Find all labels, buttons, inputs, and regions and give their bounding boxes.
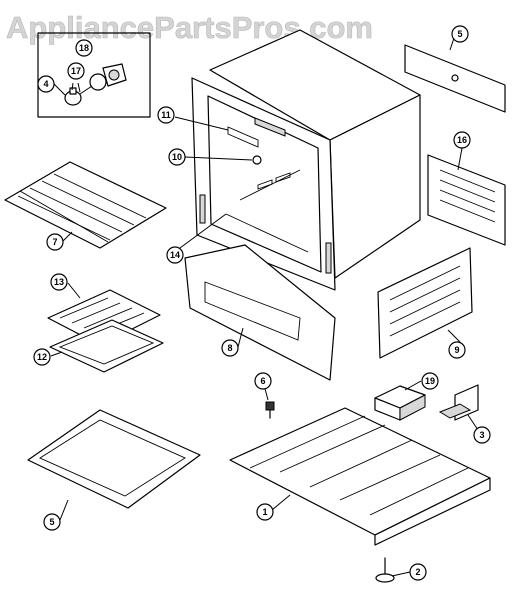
callout-7-label: 7 (52, 237, 57, 247)
back-panel-top (404, 44, 506, 113)
callout-19: 19 (421, 372, 439, 390)
callout-17-label: 17 (71, 66, 81, 76)
callout-5-bottom: 5 (43, 513, 61, 531)
callout-2: 2 (409, 563, 427, 581)
watermark-text: AppliancePartsPros.com (6, 10, 373, 45)
callout-2-label: 2 (415, 567, 420, 577)
callout-12-label: 12 (37, 352, 47, 362)
callout-6-label: 6 (260, 376, 265, 386)
callout-1-label: 1 (262, 507, 267, 517)
callout-3: 3 (473, 426, 491, 444)
callout-14: 14 (166, 246, 184, 264)
callout-4-label: 4 (43, 79, 48, 89)
callout-14-label: 14 (170, 250, 180, 260)
callout-11: 11 (157, 106, 175, 124)
callout-12: 12 (33, 348, 51, 366)
callout-5-top: 5 (451, 25, 469, 43)
igniter-module (374, 385, 426, 421)
callout-18-label: 18 (79, 43, 89, 53)
callout-5-top-label: 5 (457, 29, 462, 39)
callout-3-label: 3 (479, 430, 484, 440)
callout-1: 1 (256, 503, 274, 521)
callout-6: 6 (254, 372, 272, 390)
side-panel (377, 247, 473, 359)
callout-17: 17 (67, 62, 85, 80)
broiler-pan (49, 319, 164, 373)
callout-8: 8 (221, 339, 239, 357)
storage-drawer-liner (27, 409, 201, 509)
callout-19-label: 19 (425, 376, 435, 386)
callout-18: 18 (75, 39, 93, 57)
leveling-leg (375, 557, 395, 583)
callout-9-label: 9 (454, 345, 459, 355)
light-socket-detail-box (37, 32, 151, 118)
callout-10: 10 (168, 148, 186, 166)
callout-7: 7 (46, 233, 64, 251)
screw (265, 401, 275, 419)
oven-body (191, 29, 421, 291)
front-panel-bottom (184, 244, 336, 381)
callout-4: 4 (37, 75, 55, 93)
callout-9: 9 (448, 341, 466, 359)
oven-rack (4, 161, 167, 249)
callout-11-label: 11 (161, 110, 171, 120)
callout-10-label: 10 (172, 152, 182, 162)
side-liner (427, 154, 506, 246)
oven-bottom (229, 407, 491, 546)
callout-8-label: 8 (227, 343, 232, 353)
callout-16: 16 (453, 131, 471, 149)
callout-16-label: 16 (457, 135, 467, 145)
callout-5-bottom-label: 5 (49, 517, 54, 527)
bracket (438, 384, 479, 421)
callout-13: 13 (50, 273, 68, 291)
callout-13-label: 13 (54, 277, 64, 287)
